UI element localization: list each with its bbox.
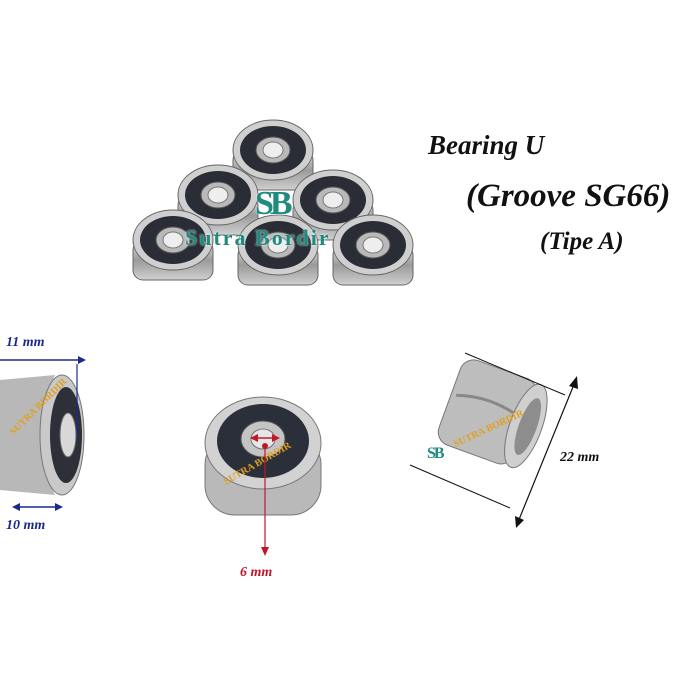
watermark-logo: SB (255, 185, 293, 222)
title-line-3: (Tipe A) (540, 228, 624, 255)
dimension-label-diameter: 22 mm (560, 450, 600, 465)
dimension-arrow-outer-width (0, 356, 86, 435)
watermark-brand: Sutra Bordir (185, 225, 331, 250)
bearing-front-view-photo (204, 396, 322, 516)
watermark-logo-2: SB (427, 445, 445, 462)
dimension-arrow-groove-width (12, 503, 63, 511)
dimension-label-outer-width: 11 mm (6, 335, 45, 350)
title-line-2: (Groove SG66) (466, 178, 671, 214)
bearing-side-view-photo (0, 374, 85, 496)
dimension-label-bore: 6 mm (240, 565, 273, 580)
title-line-1: Bearing U (428, 130, 545, 160)
dimension-arrow-bore (250, 434, 280, 556)
dimension-label-groove-width: 10 mm (6, 518, 46, 533)
bearing-angled-view-photo (437, 359, 548, 469)
dimension-arrow-diameter (409, 352, 578, 528)
